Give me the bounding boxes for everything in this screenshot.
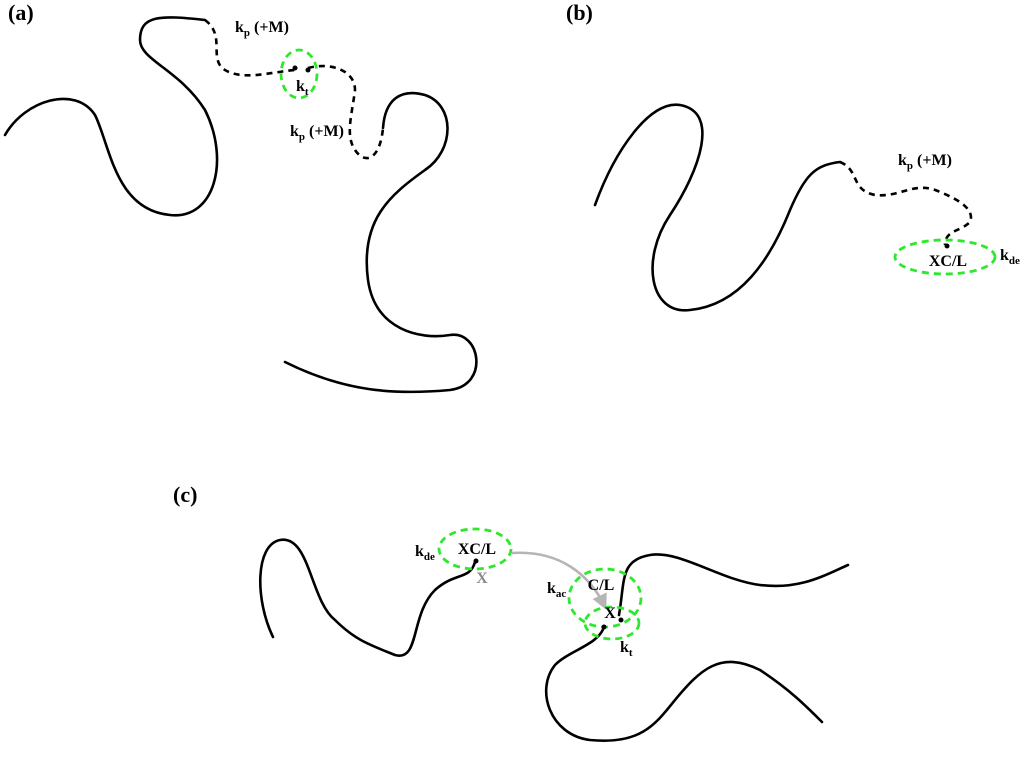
complex-label-b: XC/L	[929, 253, 967, 270]
x-label-c-left: X	[476, 570, 488, 587]
panel-a: (a) kp (+M) kt kp (+M)	[3, 0, 478, 394]
polymer-chain-a-right	[283, 91, 478, 394]
panel-c: (c) kde XC/L X kac C/L X kt	[173, 482, 850, 743]
x-label-c-right: X	[604, 605, 616, 622]
active-end-dot-a1	[292, 65, 298, 71]
complex-label-c-left: XC/L	[458, 541, 496, 558]
panel-a-label: (a)	[8, 0, 34, 25]
polymer-chain-a-left	[3, 16, 219, 217]
kac-label-c: kac	[547, 580, 566, 600]
kp-label-b: kp (+M)	[898, 152, 952, 172]
kp-label-a-lower: kp (+M)	[290, 123, 344, 143]
kde-label-b: kde	[1000, 247, 1020, 267]
panel-b-label: (b)	[566, 0, 593, 25]
growing-chain-b	[839, 160, 973, 246]
transfer-arrow	[511, 551, 607, 610]
active-end-dot-c2	[601, 624, 607, 630]
catalyst-complex-c-left	[437, 527, 513, 571]
kp-label-a-upper: kp (+M)	[235, 19, 289, 39]
growing-chain-a-upper	[204, 18, 296, 77]
kde-label-c: kde	[415, 543, 435, 563]
active-end-dot-b	[944, 243, 950, 249]
panel-b: (b) kp (+M) XC/L kde	[566, 0, 1020, 312]
kt-label-c: kt	[620, 639, 633, 659]
growing-chain-a-lower	[307, 64, 385, 160]
active-end-dot-c3	[618, 617, 624, 623]
panel-c-label: (c)	[173, 482, 197, 507]
termination-site-c	[583, 605, 641, 641]
polymer-chain-c-right-upper	[617, 553, 850, 617]
complex-label-c-right: C/L	[588, 577, 615, 594]
catalyst-complex-b	[893, 238, 997, 276]
active-end-dot-c1	[473, 558, 479, 564]
active-end-dot-a2	[305, 67, 311, 73]
catalyst-site-a	[279, 48, 319, 100]
polymer-chain-c-right-lower	[544, 625, 824, 743]
polymer-chain-c-left	[259, 538, 477, 657]
polymer-chain-b	[593, 103, 842, 312]
kt-label-a: kt	[296, 78, 309, 98]
